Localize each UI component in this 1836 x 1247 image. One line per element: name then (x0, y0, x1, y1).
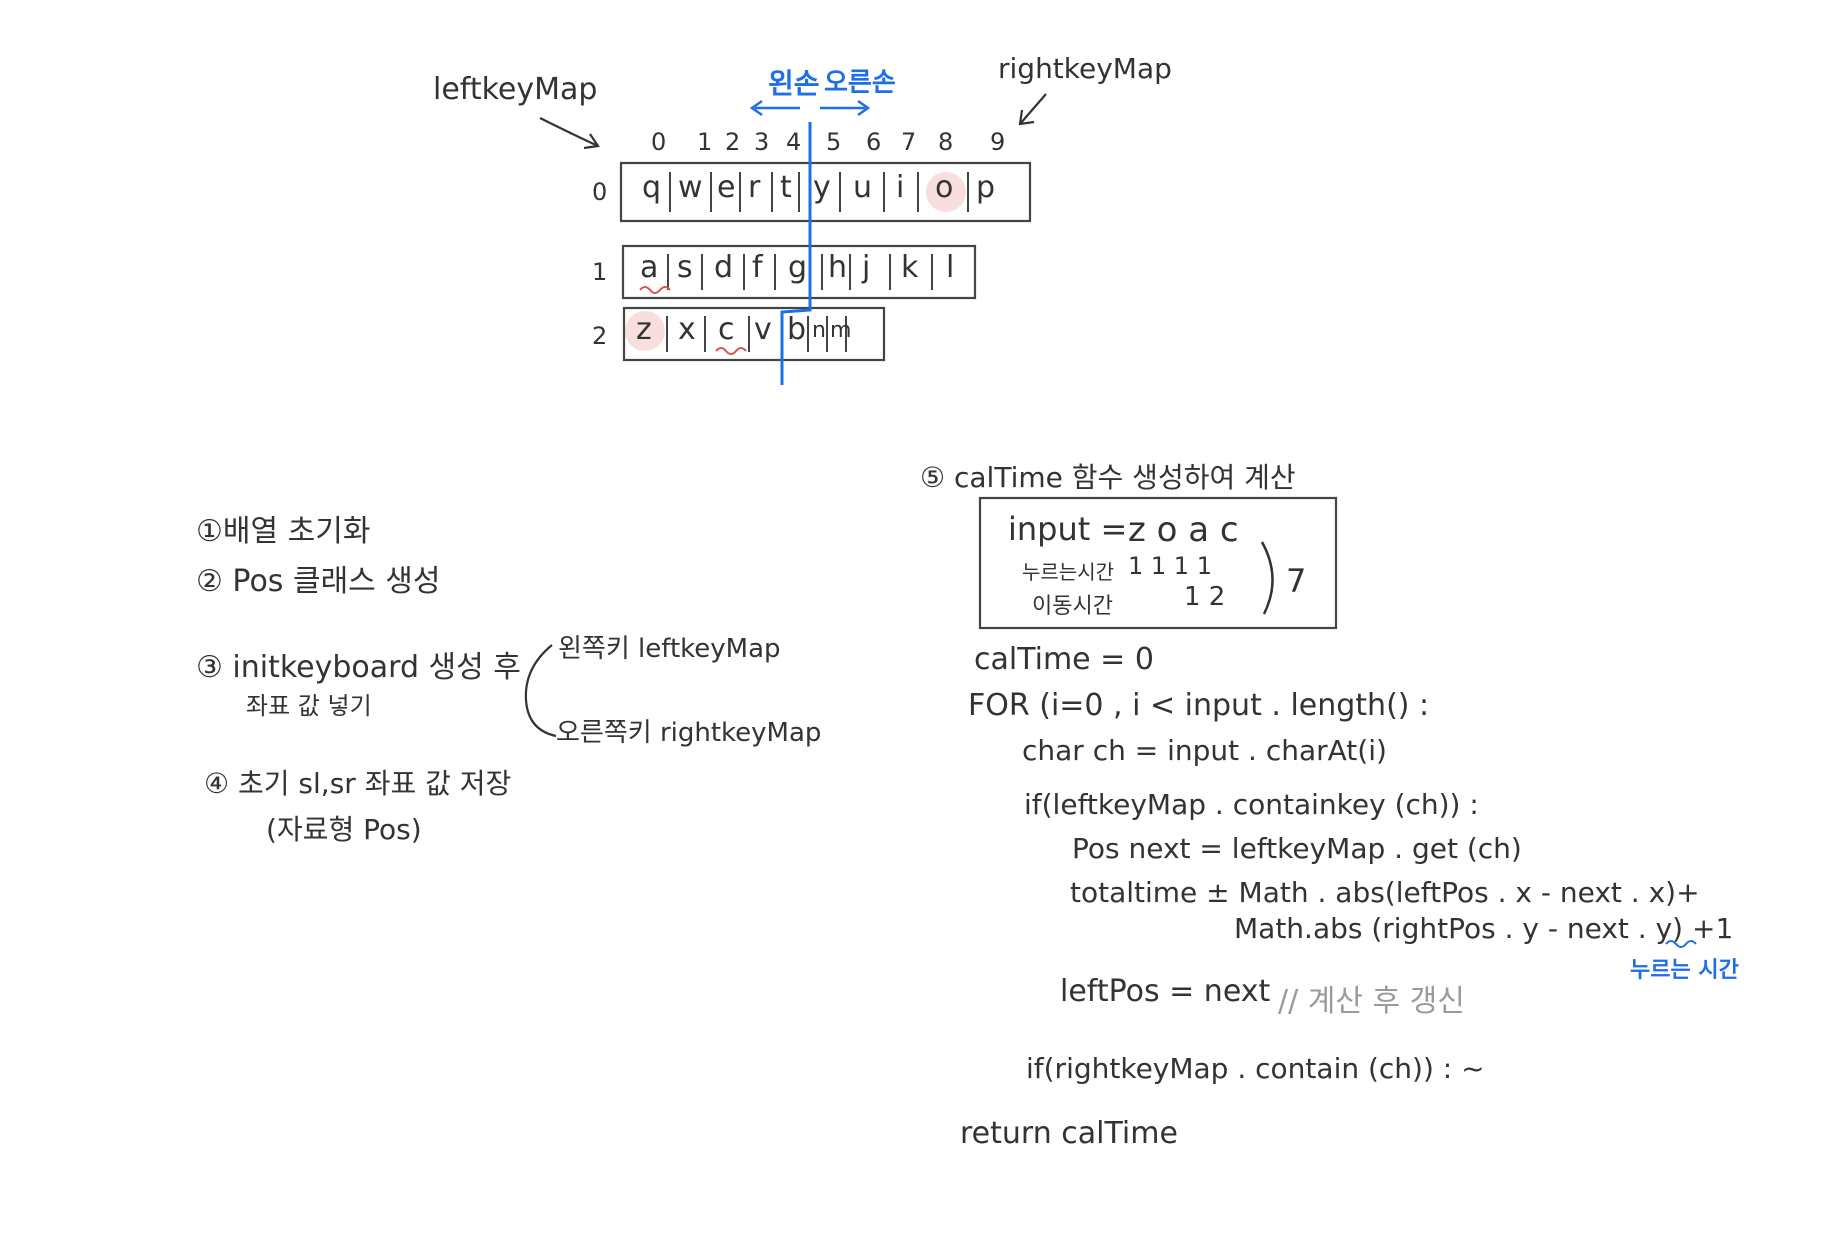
squiggle-a (639, 286, 671, 294)
col-index: 5 (826, 128, 842, 156)
row-2-box (622, 306, 886, 362)
blue-squiggle (1665, 940, 1697, 948)
key: s (677, 250, 693, 285)
left-hand-arrow (749, 99, 800, 117)
key: m (830, 318, 852, 343)
row-1-separators (667, 254, 933, 290)
row-index: 2 (592, 322, 608, 350)
code-line: calTime = 0 (974, 642, 1154, 677)
rightkeymap-label: rightkeyMap (998, 52, 1172, 85)
col-index: 0 (651, 128, 667, 156)
step-1: ①배열 초기화 (196, 514, 371, 549)
input-box (978, 496, 1338, 630)
row-1-box (621, 244, 977, 300)
code-line: char ch = input . charAt(i) (1022, 734, 1387, 767)
step-4-sub: (자료형 Pos) (266, 813, 422, 846)
key: r (748, 170, 761, 205)
key: q (642, 170, 662, 205)
row-0-box (619, 161, 1032, 223)
key: z (636, 312, 652, 347)
left-hand-label: 왼손 (768, 67, 820, 100)
key: i (896, 170, 905, 205)
col-index: 7 (901, 128, 917, 156)
col-index: 8 (938, 128, 954, 156)
key: h (828, 250, 848, 285)
key: l (946, 250, 955, 285)
key: d (714, 250, 734, 285)
sum-paren (1260, 541, 1274, 615)
col-index: 9 (990, 128, 1006, 156)
col-index: 1 (697, 128, 713, 156)
highlight-o (926, 172, 966, 212)
total-value: 7 (1286, 562, 1307, 600)
row-index: 0 (592, 178, 608, 206)
update-comment: // 계산 후 갱신 (1278, 984, 1465, 1019)
step-3: ③ initkeyboard 생성 후 (196, 650, 521, 685)
move-time-values: 1 2 (1184, 582, 1226, 612)
code-line: if(leftkeyMap . containkey (ch)) : (1024, 788, 1479, 821)
step3-brace (524, 644, 557, 738)
code-line: Math.abs (rightPos . y - next . y) +1 (1234, 912, 1734, 945)
leftkeymap-label: leftkeyMap (433, 72, 598, 107)
press-time-values: 1 1 1 1 (1128, 552, 1212, 580)
key: g (788, 250, 808, 285)
key: e (717, 170, 736, 205)
key: k (901, 250, 919, 285)
key: a (640, 250, 659, 285)
code-line: FOR (i=0 , i < input . length() : (968, 688, 1430, 723)
squiggle-c (715, 347, 747, 355)
press-time-label: 누르는시간 (1022, 560, 1114, 584)
step-4: ④ 초기 sl,sr 좌표 값 저장 (204, 767, 512, 800)
press-time-note: 누르는 시간 (1630, 958, 1739, 983)
key: p (976, 170, 996, 205)
col-index: 3 (754, 128, 770, 156)
input-value: z o a c (1128, 510, 1239, 550)
highlight-z (625, 311, 665, 351)
col-index: 2 (725, 128, 741, 156)
key: c (718, 312, 735, 347)
step-3-right: 오른쪽키 rightkeyMap (556, 718, 822, 748)
row-0-separators (669, 172, 969, 212)
key: u (853, 170, 873, 205)
input-label: input = (1008, 510, 1128, 548)
hand-divider-line (780, 122, 812, 385)
code-line: totaltime ± Math . abs(leftPos . x - nex… (1070, 876, 1700, 909)
key: t (780, 170, 792, 205)
key: j (862, 250, 871, 285)
key: o (935, 170, 954, 205)
step-5-title: ⑤ calTime 함수 생성하여 계산 (920, 461, 1296, 494)
step-3-left: 왼쪽키 leftkeyMap (558, 634, 781, 664)
rightkeymap-arrow (1018, 93, 1047, 126)
key: w (678, 170, 703, 205)
col-index: 6 (866, 128, 882, 156)
key: y (813, 170, 831, 205)
code-line: if(rightkeyMap . contain (ch)) : ~ (1026, 1052, 1485, 1085)
key: f (752, 250, 763, 285)
key: v (754, 312, 772, 347)
leftkeymap-arrow (539, 117, 600, 150)
step-2: ② Pos 클래스 생성 (196, 564, 441, 599)
code-line: leftPos = next (1060, 974, 1271, 1009)
col-index: 4 (786, 128, 802, 156)
key: n (812, 318, 826, 343)
row-2-separators (666, 316, 847, 352)
code-line: return calTime (960, 1116, 1178, 1151)
right-hand-label: 오른손 (824, 68, 896, 98)
code-line: Pos next = leftkeyMap . get (ch) (1072, 832, 1522, 865)
key: x (678, 312, 696, 347)
row-index: 1 (592, 258, 608, 286)
step-3-sub: 좌표 값 넣기 (246, 692, 372, 720)
right-hand-arrow (820, 99, 871, 117)
move-time-label: 이동시간 (1032, 594, 1113, 619)
key: b (787, 312, 807, 347)
